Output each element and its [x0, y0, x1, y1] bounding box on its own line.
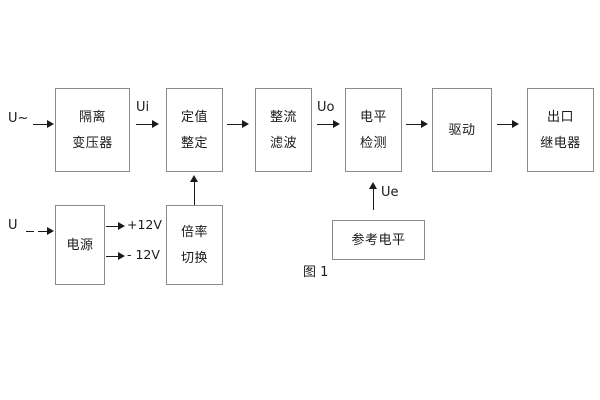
- ac-input-label: U~: [8, 111, 29, 126]
- block-setting-value[interactable]: 定值 整定: [166, 88, 223, 172]
- block-drive-line1: 驱动: [448, 122, 476, 138]
- block-level-detection-line2: 检测: [359, 135, 387, 151]
- signal-neg12v-label: - 12V: [127, 247, 160, 262]
- block-drive[interactable]: 驱动: [432, 88, 492, 172]
- block-multiplier-switch-line2: 切换: [180, 250, 208, 266]
- block-output-relay-line1: 出口: [546, 109, 574, 125]
- dc-input-label: U: [8, 218, 18, 233]
- signal-pos12v-label: +12V: [127, 217, 162, 232]
- block-rectify-filter-line2: 滤波: [269, 135, 297, 151]
- block-multiplier-switch[interactable]: 倍率 切换: [166, 205, 223, 285]
- block-multiplier-switch-line1: 倍率: [180, 224, 208, 240]
- block-output-relay-line2: 继电器: [540, 135, 581, 151]
- block-output-relay[interactable]: 出口 继电器: [527, 88, 594, 172]
- block-setting-value-line1: 定值: [180, 109, 208, 125]
- block-power-supply-line1: 电源: [66, 237, 94, 253]
- block-isolation-transformer[interactable]: 隔离 变压器: [55, 88, 130, 172]
- signal-ui-label: Ui: [136, 100, 150, 115]
- block-level-detection[interactable]: 电平 检测: [345, 88, 402, 172]
- block-isolation-transformer-line1: 隔离: [78, 109, 106, 125]
- signal-uo-label: Uo: [317, 100, 335, 115]
- block-level-detection-line1: 电平: [359, 109, 387, 125]
- block-isolation-transformer-line2: 变压器: [72, 135, 113, 151]
- signal-ue-label: Ue: [381, 185, 399, 200]
- block-power-supply[interactable]: 电源: [55, 205, 105, 285]
- block-rectify-filter[interactable]: 整流 滤波: [255, 88, 312, 172]
- block-reference-level-line1: 参考电平: [351, 232, 406, 248]
- figure-caption: 图 1: [303, 265, 329, 280]
- block-setting-value-line2: 整定: [180, 135, 208, 151]
- block-rectify-filter-line1: 整流: [269, 109, 297, 125]
- block-reference-level[interactable]: 参考电平: [332, 220, 425, 260]
